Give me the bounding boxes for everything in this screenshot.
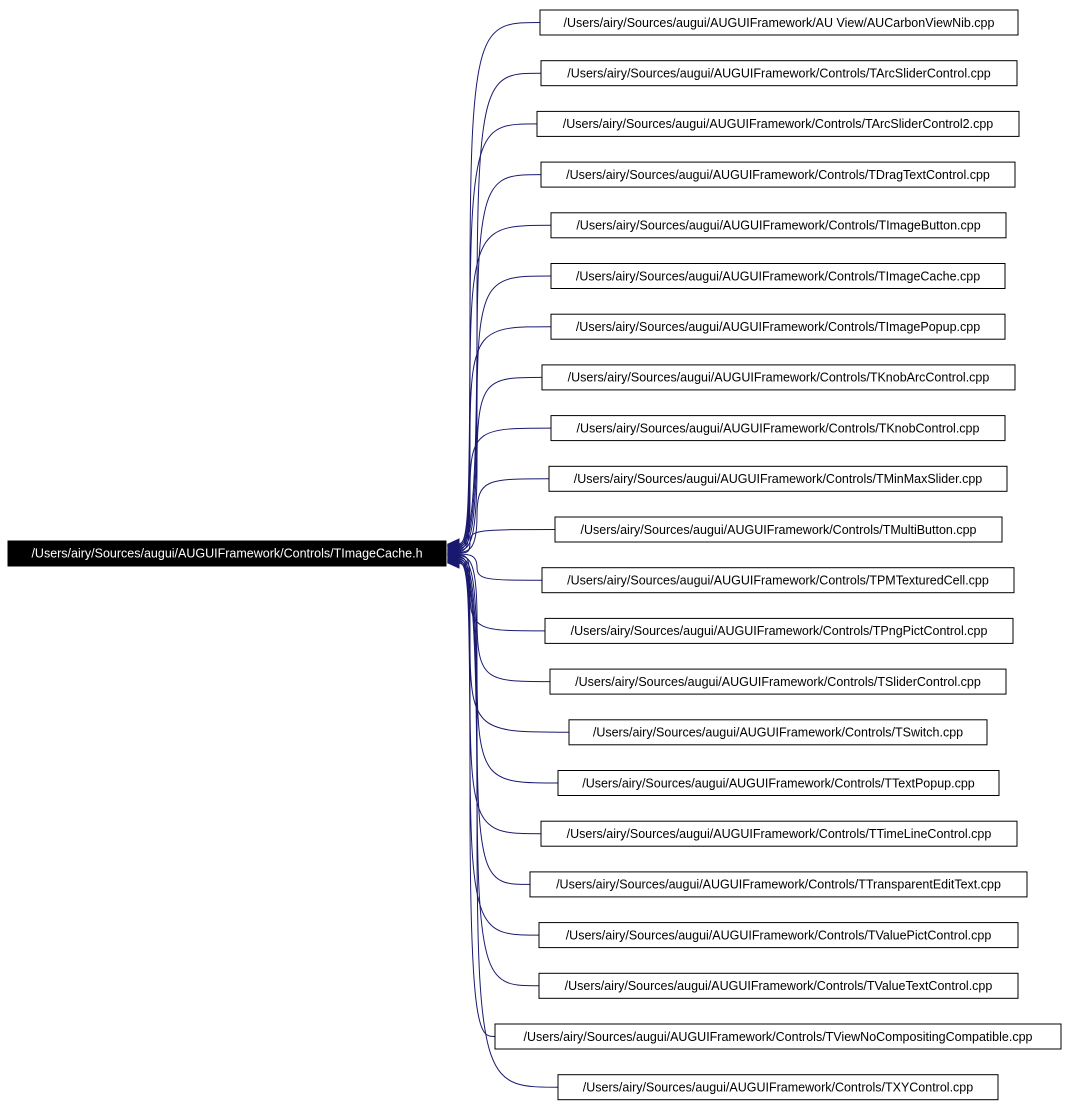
dependency-edge bbox=[455, 224, 552, 549]
source-file-node-box bbox=[550, 212, 1007, 239]
source-file-node-label: /Users/airy/Sources/augui/AUGUIFramework… bbox=[567, 827, 992, 841]
source-file-node[interactable]: /Users/airy/Sources/augui/AUGUIFramework… bbox=[541, 364, 1016, 391]
source-file-node[interactable]: /Users/airy/Sources/augui/AUGUIFramework… bbox=[557, 1074, 999, 1101]
source-file-node-box bbox=[529, 871, 1028, 898]
source-file-node[interactable]: /Users/airy/Sources/augui/AUGUIFramework… bbox=[494, 1023, 1062, 1050]
source-file-node-label: /Users/airy/Sources/augui/AUGUIFramework… bbox=[564, 16, 995, 30]
dependency-edge bbox=[455, 558, 531, 885]
source-file-node-label: /Users/airy/Sources/augui/AUGUIFramework… bbox=[524, 1030, 1033, 1044]
root-node-box bbox=[7, 540, 447, 567]
source-file-node-label: /Users/airy/Sources/augui/AUGUIFramework… bbox=[556, 878, 1001, 892]
dependency-edge bbox=[455, 553, 543, 581]
source-file-node-box bbox=[557, 770, 1000, 796]
source-file-node-box bbox=[494, 1023, 1062, 1050]
source-file-node-box bbox=[540, 820, 1018, 847]
source-file-node-label: /Users/airy/Sources/augui/AUGUIFramework… bbox=[582, 776, 975, 790]
edge-arrowhead bbox=[446, 557, 460, 569]
source-file-node-box bbox=[539, 9, 1019, 36]
source-file-node[interactable]: /Users/airy/Sources/augui/AUGUIFramework… bbox=[539, 9, 1019, 36]
source-file-node[interactable]: /Users/airy/Sources/augui/AUGUIFramework… bbox=[550, 212, 1007, 239]
source-file-node[interactable]: /Users/airy/Sources/augui/AUGUIFramework… bbox=[568, 719, 988, 746]
dependency-edge bbox=[455, 561, 496, 1037]
source-file-node[interactable]: /Users/airy/Sources/augui/AUGUIFramework… bbox=[529, 871, 1028, 898]
source-file-node-label: /Users/airy/Sources/augui/AUGUIFramework… bbox=[575, 675, 981, 689]
source-file-node-box bbox=[536, 110, 1020, 137]
source-file-node-box bbox=[538, 972, 1019, 999]
source-file-node-label: /Users/airy/Sources/augui/AUGUIFramework… bbox=[574, 472, 983, 486]
source-file-node-label: /Users/airy/Sources/augui/AUGUIFramework… bbox=[576, 219, 980, 233]
source-file-node-label: /Users/airy/Sources/augui/AUGUIFramework… bbox=[577, 421, 980, 435]
source-file-node-label: /Users/airy/Sources/augui/AUGUIFramework… bbox=[567, 66, 991, 80]
source-file-node-box bbox=[550, 415, 1006, 442]
source-file-node[interactable]: /Users/airy/Sources/augui/AUGUIFramework… bbox=[554, 516, 1003, 543]
source-file-node-label: /Users/airy/Sources/augui/AUGUIFramework… bbox=[568, 371, 990, 385]
source-file-node[interactable]: /Users/airy/Sources/augui/AUGUIFramework… bbox=[550, 313, 1006, 340]
source-file-node-box bbox=[550, 263, 1006, 289]
source-file-node-box bbox=[548, 465, 1008, 492]
dependency-edge bbox=[455, 555, 551, 683]
source-file-node-box bbox=[541, 567, 1015, 594]
source-file-node-box bbox=[568, 719, 988, 746]
source-file-node[interactable]: /Users/airy/Sources/augui/AUGUIFramework… bbox=[549, 668, 1007, 695]
dependency-edge bbox=[455, 326, 552, 550]
dependency-edge bbox=[455, 22, 541, 545]
source-file-node-box bbox=[540, 161, 1016, 188]
source-file-node[interactable]: /Users/airy/Sources/augui/AUGUIFramework… bbox=[548, 465, 1008, 492]
source-file-node[interactable]: /Users/airy/Sources/augui/AUGUIFramework… bbox=[538, 922, 1019, 949]
source-file-node-label: /Users/airy/Sources/augui/AUGUIFramework… bbox=[565, 979, 993, 993]
root-node-label: /Users/airy/Sources/augui/AUGUIFramework… bbox=[31, 546, 422, 560]
dependency-edge bbox=[455, 562, 559, 1088]
source-file-node-label: /Users/airy/Sources/augui/AUGUIFramework… bbox=[581, 523, 977, 537]
dependency-edge bbox=[455, 123, 538, 547]
source-file-node[interactable]: /Users/airy/Sources/augui/AUGUIFramework… bbox=[540, 161, 1016, 188]
source-file-node-box bbox=[544, 617, 1014, 644]
source-file-node-box bbox=[549, 668, 1007, 695]
source-file-node-label: /Users/airy/Sources/augui/AUGUIFramework… bbox=[571, 624, 988, 638]
source-file-node-box bbox=[541, 364, 1016, 391]
source-file-node-label: /Users/airy/Sources/augui/AUGUIFramework… bbox=[567, 573, 989, 587]
source-file-node-label: /Users/airy/Sources/augui/AUGUIFramework… bbox=[576, 269, 980, 283]
source-file-node-box bbox=[554, 516, 1003, 543]
source-file-node-box bbox=[550, 313, 1006, 340]
source-file-node-label: /Users/airy/Sources/augui/AUGUIFramework… bbox=[563, 117, 994, 131]
graph-nodes: /Users/airy/Sources/augui/AUGUIFramework… bbox=[494, 9, 1062, 1101]
source-file-node-box bbox=[538, 922, 1019, 949]
source-file-node[interactable]: /Users/airy/Sources/augui/AUGUIFramework… bbox=[557, 770, 1000, 796]
source-file-node-box bbox=[557, 1074, 999, 1101]
dependency-edge bbox=[455, 529, 556, 554]
source-file-node[interactable]: /Users/airy/Sources/augui/AUGUIFramework… bbox=[538, 972, 1019, 999]
graph-edges bbox=[446, 22, 570, 1088]
source-file-node[interactable]: /Users/airy/Sources/augui/AUGUIFramework… bbox=[540, 60, 1018, 87]
source-file-node[interactable]: /Users/airy/Sources/augui/AUGUIFramework… bbox=[550, 263, 1006, 289]
source-file-node-box bbox=[540, 60, 1018, 87]
source-file-node-label: /Users/airy/Sources/augui/AUGUIFramework… bbox=[566, 168, 990, 182]
dependency-edge bbox=[455, 427, 552, 552]
source-file-node[interactable]: /Users/airy/Sources/augui/AUGUIFramework… bbox=[536, 110, 1020, 137]
source-file-node[interactable]: /Users/airy/Sources/augui/AUGUIFramework… bbox=[550, 415, 1006, 442]
source-file-node-label: /Users/airy/Sources/augui/AUGUIFramework… bbox=[593, 726, 963, 740]
dependency-edge bbox=[455, 478, 550, 553]
root-node[interactable]: /Users/airy/Sources/augui/AUGUIFramework… bbox=[7, 540, 447, 567]
source-file-node[interactable]: /Users/airy/Sources/augui/AUGUIFramework… bbox=[541, 567, 1015, 594]
source-file-node-label: /Users/airy/Sources/augui/AUGUIFramework… bbox=[576, 320, 980, 334]
source-file-node[interactable]: /Users/airy/Sources/augui/AUGUIFramework… bbox=[540, 820, 1018, 847]
source-file-node-label: /Users/airy/Sources/augui/AUGUIFramework… bbox=[583, 1080, 973, 1094]
dependency-edge bbox=[455, 275, 552, 550]
source-file-node-label: /Users/airy/Sources/augui/AUGUIFramework… bbox=[566, 928, 992, 942]
source-file-node[interactable]: /Users/airy/Sources/augui/AUGUIFramework… bbox=[544, 617, 1014, 644]
